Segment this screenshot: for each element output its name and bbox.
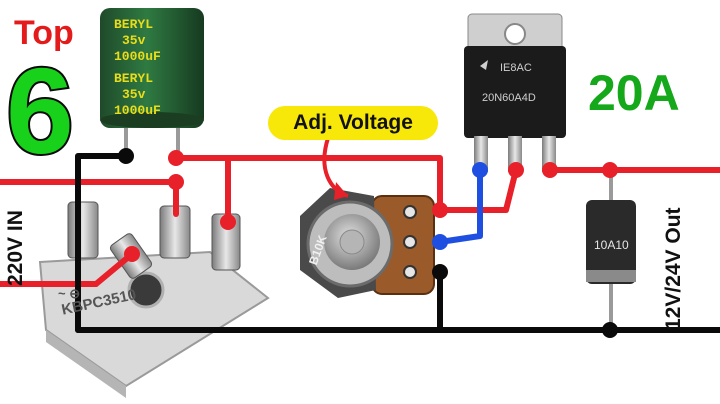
bridge-symbol: ~ ⊖ [58, 286, 81, 301]
diode-part: 10A10 [594, 238, 629, 252]
input-voltage-label: 220V IN [4, 210, 27, 286]
mosfet-part: 20N60A4D [482, 92, 536, 104]
top-label: Top [14, 14, 74, 52]
capacitor-brand-2: BERYL [114, 71, 154, 86]
adjust-voltage-callout: Adj. Voltage [268, 106, 438, 140]
current-rating-label: 20A [588, 65, 680, 121]
capacitor-voltage-2: 35v [122, 87, 146, 102]
capacitor-brand-1: BERYL [114, 17, 154, 32]
mounting-hole [127, 271, 165, 309]
electrolytic-capacitor [100, 8, 204, 156]
capacitor-capacitance-2: 1000uF [114, 103, 161, 118]
output-voltage-label: 12V/24V Out [662, 207, 685, 330]
mosfet-code: IE8AC [500, 62, 532, 74]
junction-dots [118, 148, 618, 338]
capacitor-capacitance-1: 1000uF [114, 49, 161, 64]
mosfet-transistor [464, 13, 566, 172]
capacitor-voltage-1: 35v [122, 33, 146, 48]
gate-wires [437, 167, 483, 245]
count-label: 6 [4, 43, 76, 179]
